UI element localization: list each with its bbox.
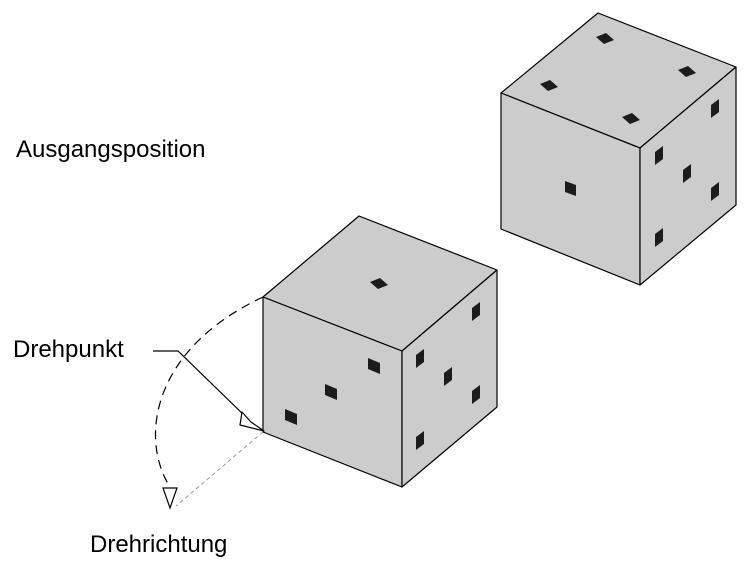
start-die-pips — [540, 33, 719, 247]
pip — [472, 302, 480, 321]
pip — [683, 164, 691, 183]
pip — [540, 80, 558, 91]
pip — [370, 278, 388, 289]
pip — [655, 146, 663, 165]
pivot-leader-arrowhead — [239, 411, 265, 432]
rotation-projection-line — [175, 431, 264, 507]
pip — [444, 367, 452, 386]
pip — [711, 99, 719, 118]
pivot-die — [262, 215, 498, 488]
rotation-direction-label: Drehrichtung — [90, 531, 228, 558]
pip — [472, 385, 480, 404]
pip — [368, 358, 380, 374]
pivot-label: Drehpunkt — [13, 336, 124, 363]
pivot-leader — [153, 350, 265, 432]
rotation-path — [154, 296, 264, 507]
pip — [416, 431, 424, 450]
rotation-arc — [154, 296, 264, 488]
pivot-leader-line — [153, 350, 247, 418]
pivot-die-pips — [285, 278, 480, 450]
pip — [655, 228, 663, 247]
pip — [711, 182, 719, 201]
pip — [285, 409, 297, 425]
pip — [622, 113, 640, 124]
pip — [325, 384, 337, 400]
pip — [596, 33, 614, 44]
pip — [416, 349, 424, 368]
pip — [565, 181, 576, 196]
start-die — [500, 12, 737, 286]
rotation-arrowhead — [162, 487, 178, 510]
start-position-label: Ausgangsposition — [16, 136, 206, 163]
pip — [678, 66, 696, 77]
